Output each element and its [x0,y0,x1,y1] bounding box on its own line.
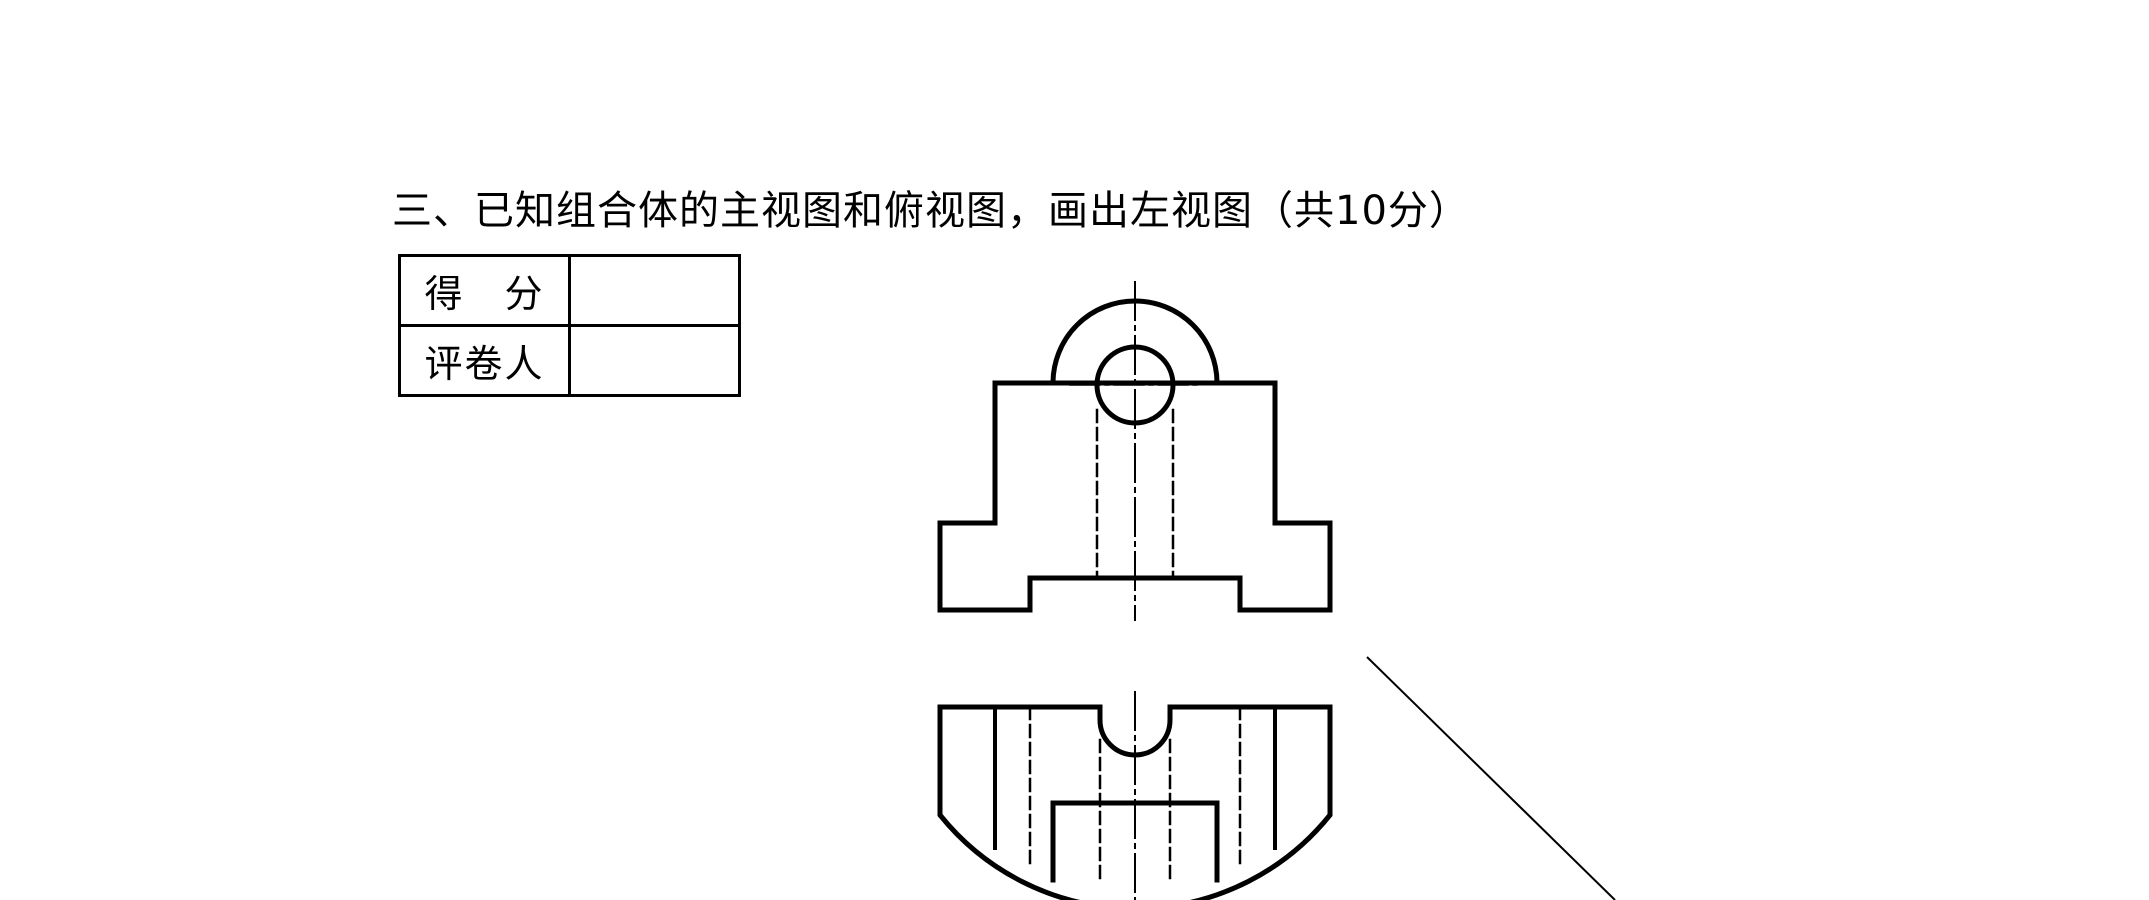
top-outline [937,704,1333,900]
top-view [937,691,1333,900]
front-outline [937,380,1333,613]
grader-row: 评卷人 [398,324,741,397]
score-row: 得 分 [398,254,741,327]
question-title: 三、已知组合体的主视图和俯视图，画出左视图（共10分） [392,188,1470,234]
score-value-cell[interactable] [568,254,741,327]
score-table: 得 分 评卷人 [398,254,741,397]
score-label: 得 分 [398,254,571,327]
grader-label: 评卷人 [398,324,571,397]
front-view [937,281,1333,621]
construction-45-line [1366,656,1616,900]
grader-value-cell[interactable] [568,324,741,397]
